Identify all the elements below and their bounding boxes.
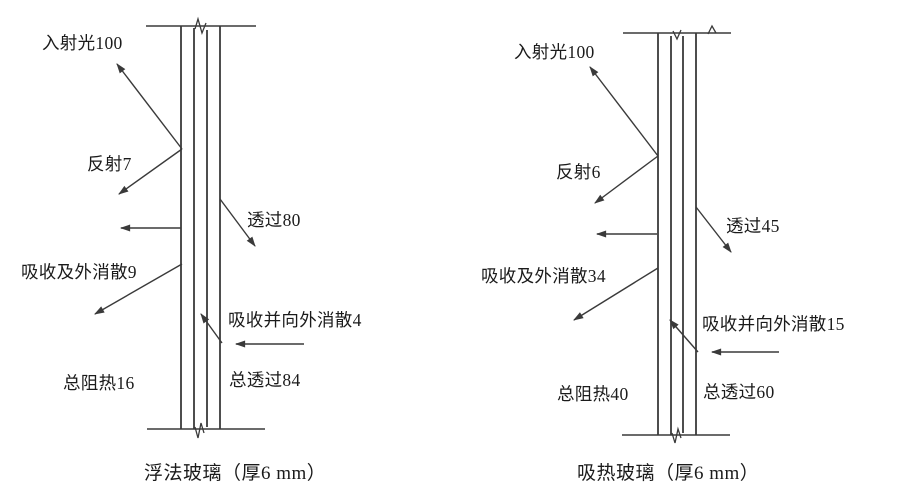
incident-light-label: 入射光100	[514, 42, 595, 62]
absorbed-outward-label: 吸收及外消散34	[481, 266, 606, 286]
glass-pane-lines	[657, 33, 697, 435]
absorbed-outward-diagonal-arrow	[94, 263, 183, 315]
float-glass-caption: 浮法玻璃（厚6 mm）	[144, 463, 327, 484]
glass-pane-lines	[180, 26, 221, 429]
break-mark	[194, 16, 207, 36]
absorbed-inward-diagonal-arrow	[669, 319, 699, 353]
reflected-label: 反射7	[87, 154, 132, 174]
absorbed-outward-diagonal-arrow	[573, 267, 659, 321]
transmitted-ray-arrow	[695, 206, 732, 253]
heat-absorbing-glass-caption: 吸热玻璃（厚6 mm）	[577, 463, 760, 484]
transmitted-label: 透过45	[726, 216, 780, 236]
incident-light-label: 入射光100	[42, 33, 123, 53]
reflected-ray-arrow	[594, 155, 659, 204]
float-glass-diagram	[94, 16, 304, 439]
absorbed-outward-label: 吸收及外消散9	[21, 262, 137, 282]
total-transmitted-label: 总透过84	[229, 370, 301, 390]
transmitted-label: 透过80	[247, 210, 301, 230]
total-heat-blocked-label: 总阻热40	[557, 384, 629, 404]
incident-ray-arrow	[589, 66, 659, 157]
absorbed-inward-label: 吸收并向外消散15	[702, 314, 845, 334]
absorbed-inward-diagonal-arrow	[200, 313, 223, 344]
transmitted-ray-arrow	[219, 198, 256, 247]
reflected-ray-arrow	[118, 148, 183, 195]
break-mark	[672, 29, 682, 41]
reflected-label: 反射6	[556, 162, 601, 182]
total-transmitted-label: 总透过60	[703, 382, 775, 402]
break-mark	[671, 426, 682, 444]
incident-ray-arrow	[116, 63, 183, 150]
absorbed-inward-label: 吸收并向外消散4	[228, 310, 362, 330]
break-mark	[707, 24, 717, 35]
break-mark	[194, 422, 205, 439]
total-heat-blocked-label: 总阻热16	[63, 373, 135, 393]
heat-absorbing-glass-diagram	[573, 24, 779, 444]
